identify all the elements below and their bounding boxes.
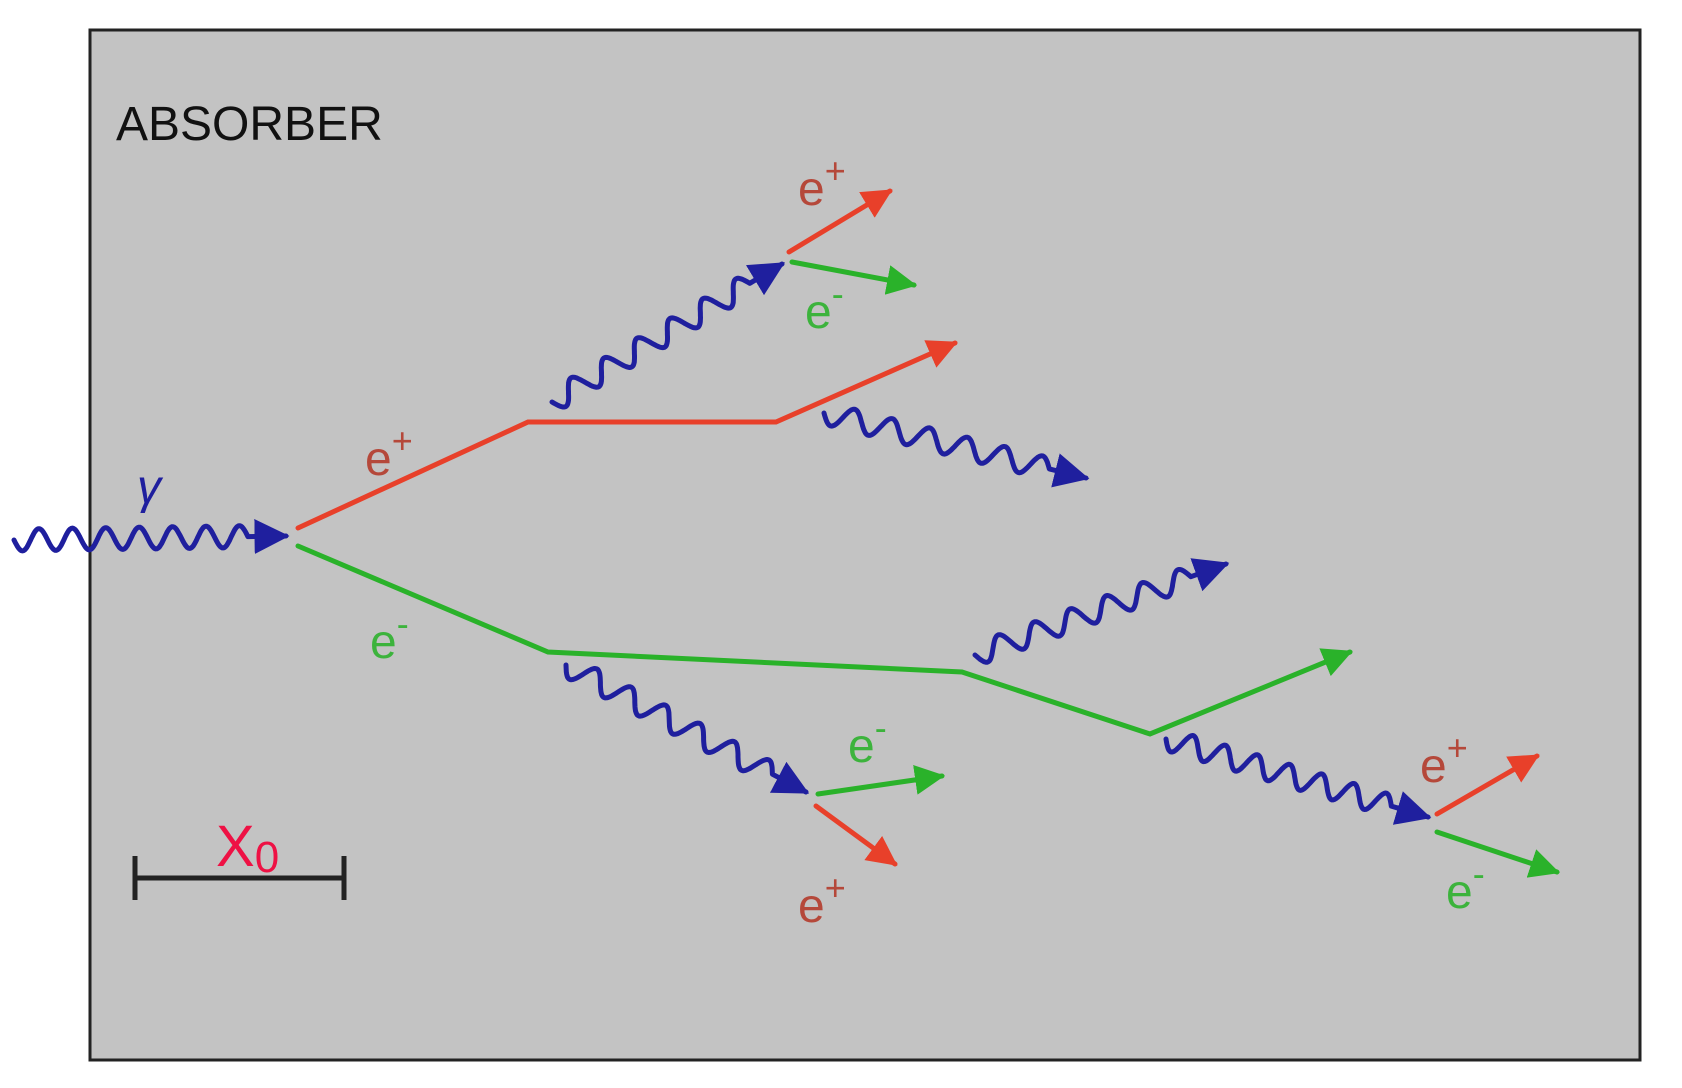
- photon-lines: [11, 261, 1432, 825]
- photon-incoming: [11, 518, 290, 554]
- electron-label-top: e-: [805, 273, 844, 339]
- electron-tracks: [295, 259, 1560, 878]
- positron-track-mid: [813, 803, 898, 867]
- positron-label-right: e+: [1420, 727, 1468, 793]
- electron-track-main: [295, 543, 1353, 737]
- positron-label-1: e+: [365, 420, 413, 486]
- positron-tracks: [295, 188, 1540, 867]
- photon-lower-3: [1163, 733, 1432, 825]
- photon-lower-1: [563, 662, 810, 795]
- positron-track-right: [1434, 753, 1540, 817]
- positron-track-main: [295, 340, 958, 531]
- electron-track-top: [789, 259, 917, 295]
- scale-label: X0: [216, 814, 279, 882]
- absorber-box: [88, 28, 1642, 1062]
- electron-track-mid: [815, 765, 945, 797]
- electron-label-1: e-: [370, 603, 409, 669]
- electron-track-right: [1434, 829, 1560, 878]
- photon-upper-2: [821, 406, 1090, 488]
- scale-bar: [132, 856, 347, 900]
- electron-label-mid: e-: [848, 707, 887, 773]
- positron-label-mid: e+: [798, 867, 846, 933]
- positron-track-top: [786, 188, 893, 255]
- absorber-title: ABSORBER: [116, 98, 383, 151]
- electron-label-right: e-: [1446, 853, 1485, 919]
- photon-lower-2: [972, 558, 1230, 665]
- gamma-label: γ: [137, 461, 164, 514]
- positron-label-top: e+: [798, 150, 846, 216]
- photon-upper-1: [549, 261, 786, 410]
